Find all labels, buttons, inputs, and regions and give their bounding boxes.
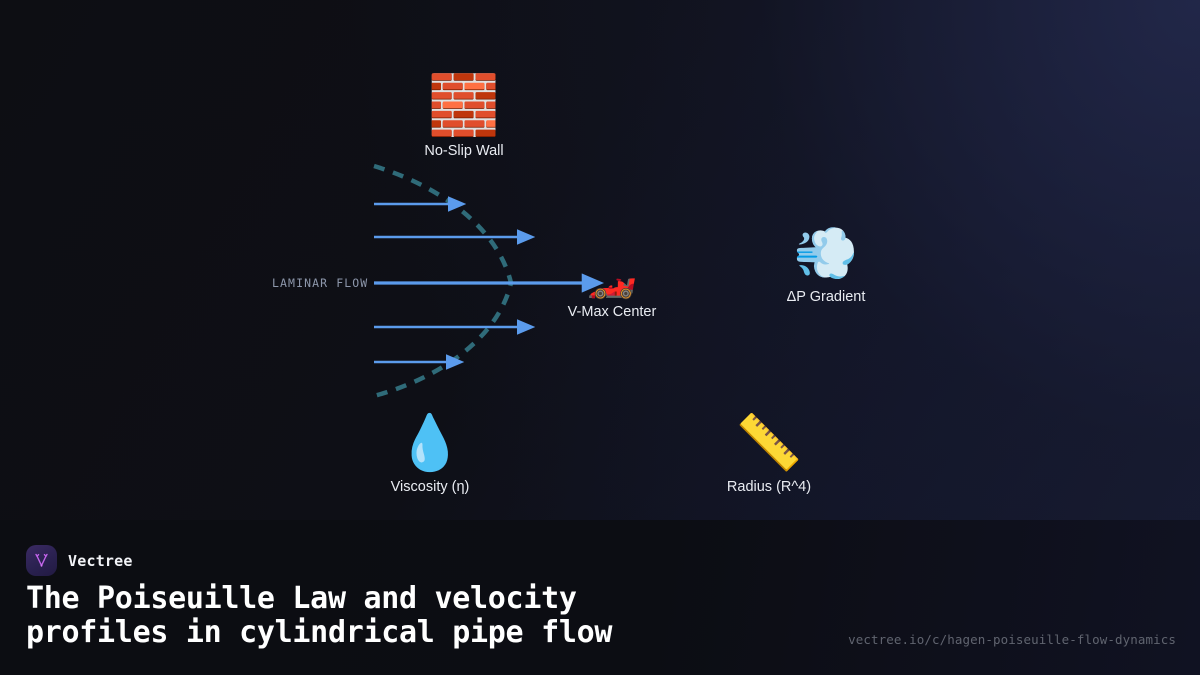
node-label: ΔP Gradient [786, 289, 866, 305]
footer-bar: Vectree The Poiseuille Law and velocity … [0, 520, 1200, 675]
node-no-slip-wall[interactable]: 🧱 No-Slip Wall [424, 76, 503, 159]
wind-dash-icon: 💨 [793, 224, 859, 284]
source-url: vectree.io/c/hagen-poiseuille-flow-dynam… [848, 632, 1176, 647]
straight-ruler-icon: 📏 [735, 411, 803, 474]
node-label: No-Slip Wall [424, 143, 504, 159]
page-title: The Poiseuille Law and velocity profiles… [26, 582, 612, 649]
page-title-line-1: The Poiseuille Law and velocity [26, 581, 577, 616]
node-label: Radius (R^4) [726, 479, 812, 495]
brand-row[interactable]: Vectree [26, 545, 133, 576]
page-title-line-2: profiles in cylindrical pipe flow [26, 614, 613, 650]
node-viscosity[interactable]: 💧 Viscosity (η) [390, 411, 470, 496]
node-v-max-center[interactable]: 🏎️ V-Max Center [568, 258, 657, 320]
velocity-arrow-group [374, 196, 605, 370]
vectree-logo-icon [26, 545, 57, 576]
racing-car-icon: 🏎️ [587, 255, 637, 301]
brick-wall-icon: 🧱 [427, 71, 501, 139]
node-label: Viscosity (η) [390, 479, 470, 495]
node-pressure-gradient[interactable]: 💨 ΔP Gradient [787, 228, 866, 305]
node-label: V-Max Center [567, 304, 657, 320]
node-radius[interactable]: 📏 Radius (R^4) [726, 411, 812, 496]
brand-name: Vectree [68, 551, 133, 570]
logo-glyph [35, 553, 48, 568]
water-droplet-icon: 💧 [396, 411, 464, 474]
flow-diagram: LAMINAR FLOW 🧱 No-Slip Wall 💨 ΔP Gradien… [272, 76, 866, 496]
velocity-profile-svg [373, 163, 605, 399]
laminar-flow-label: LAMINAR FLOW [272, 276, 369, 290]
